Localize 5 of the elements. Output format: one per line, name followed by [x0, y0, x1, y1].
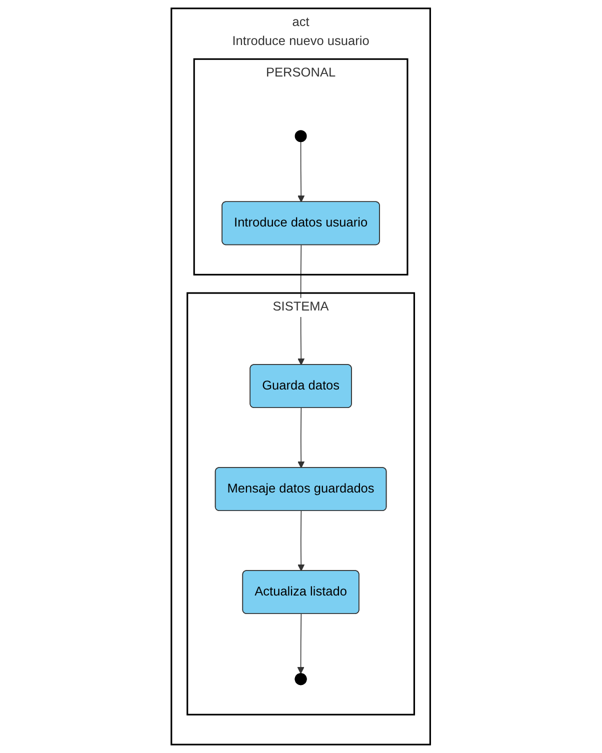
- arrow: [297, 614, 304, 674]
- arrow: [298, 141, 305, 202]
- arrow: [298, 408, 305, 468]
- arrow: [298, 510, 305, 572]
- node-circle: [295, 130, 307, 142]
